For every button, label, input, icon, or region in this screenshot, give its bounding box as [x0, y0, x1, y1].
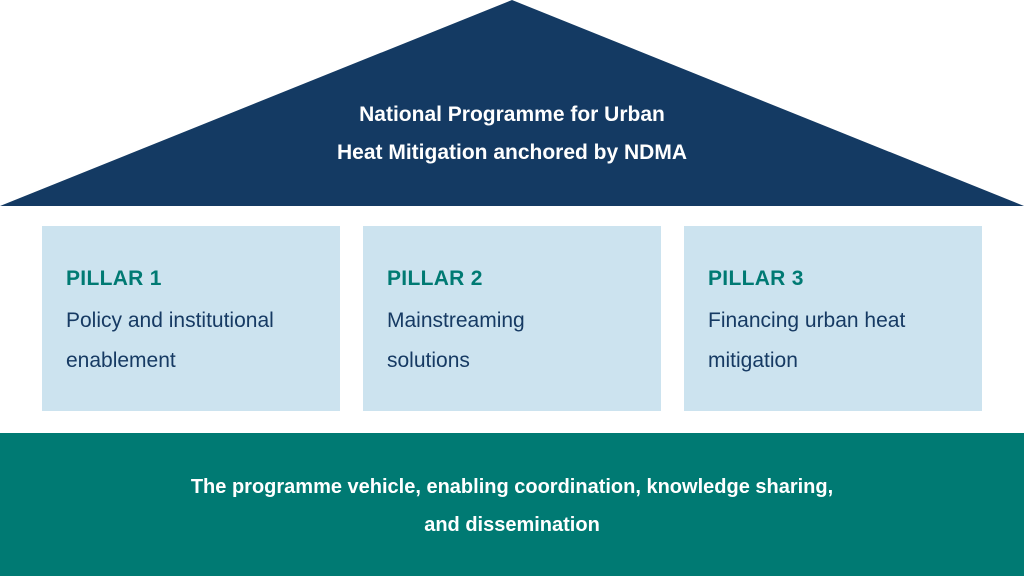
- pillar-2-desc-line-1: Mainstreaming: [387, 309, 525, 332]
- pillar-1-description: Policy and institutional enablement: [66, 301, 318, 381]
- foundation-text: The programme vehicle, enabling coordina…: [62, 468, 962, 544]
- pillar-2: PILLAR 2 Mainstreaming solutions: [363, 226, 661, 411]
- pillar-1-label: PILLAR 1: [66, 267, 162, 290]
- pillar-3-desc-line-1: Financing urban heat: [708, 309, 906, 332]
- pillar-3-description: Financing urban heat mitigation: [708, 301, 960, 381]
- pillar-1: PILLAR 1 Policy and institutional enable…: [42, 226, 340, 411]
- roof-triangle: [0, 0, 1024, 206]
- pillar-2-label: PILLAR 2: [387, 267, 483, 290]
- foundation-band: The programme vehicle, enabling coordina…: [0, 433, 1024, 576]
- pillar-3: PILLAR 3 Financing urban heat mitigation: [684, 226, 982, 411]
- pillar-3-label: PILLAR 3: [708, 267, 804, 290]
- roof-title-line-2: Heat Mitigation anchored by NDMA: [336, 141, 688, 164]
- pillar-1-desc-line-2: enablement: [66, 349, 176, 372]
- foundation-line-1: The programme vehicle, enabling coordina…: [190, 476, 834, 498]
- pillar-2-desc-line-2: solutions: [387, 349, 470, 372]
- pillar-2-description: Mainstreaming solutions: [387, 301, 639, 381]
- foundation-line-2: and dissemination: [424, 514, 600, 536]
- roof-title-line-1: National Programme for Urban: [359, 103, 665, 126]
- pillar-1-desc-line-1: Policy and institutional: [66, 309, 274, 332]
- roof-title: National Programme for Urban Heat Mitiga…: [212, 96, 812, 172]
- pillar-3-desc-line-2: mitigation: [708, 349, 798, 372]
